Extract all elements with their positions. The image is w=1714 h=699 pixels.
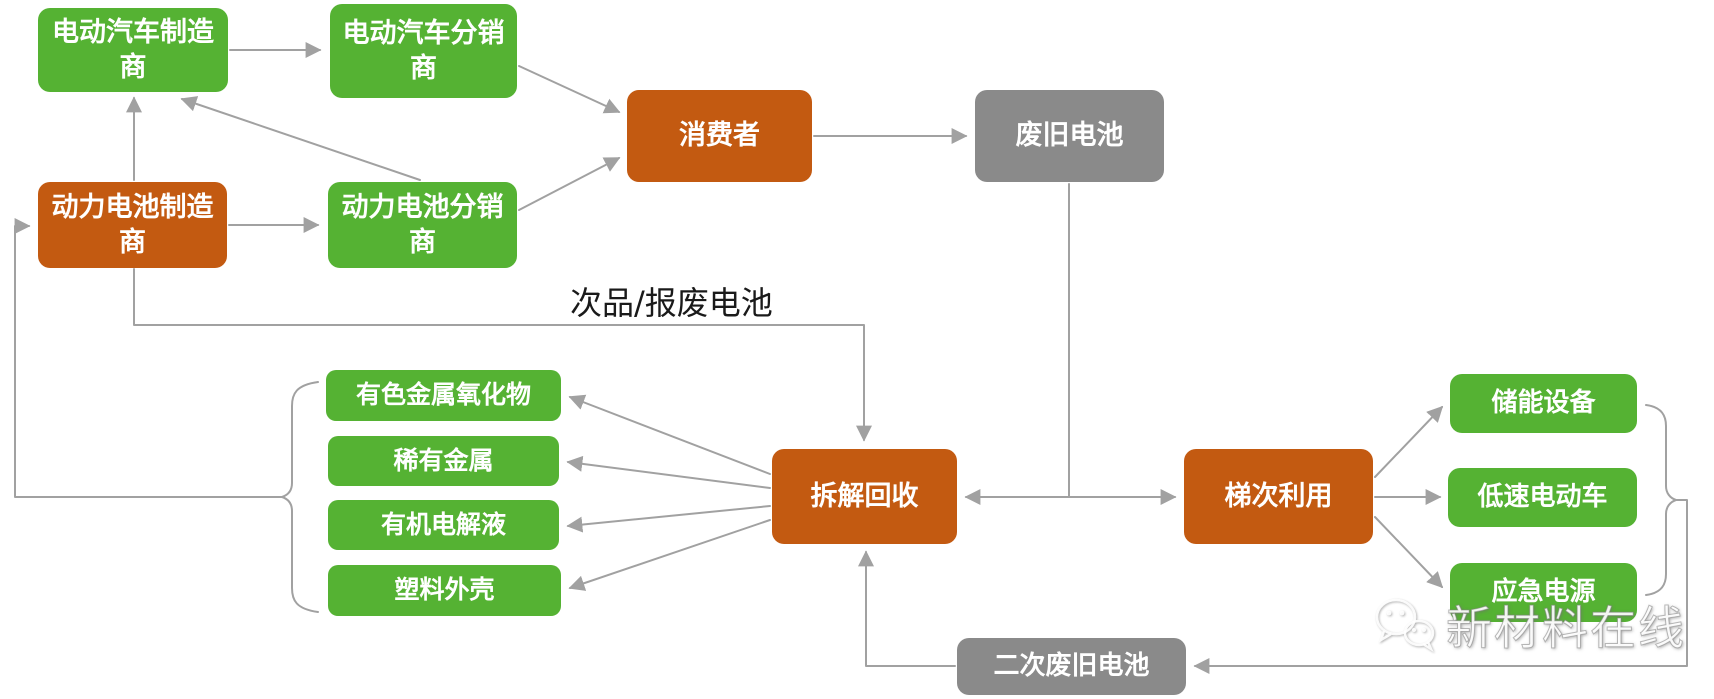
node-organic-electrolyte: 有机电解液 [328, 500, 559, 550]
node-low-speed-ev: 低速电动车 [1448, 468, 1637, 527]
edge-battery-distributor-to-ev-maker [180, 96, 421, 181]
edge-label-defective-scrap-battery: 次品/报废电池 [570, 284, 773, 322]
wechat-icon [1375, 598, 1435, 653]
node-consumer: 消费者 [627, 90, 812, 182]
edge-echelon-to-energy-storage [1374, 405, 1444, 478]
node-ev-manufacturer: 电动汽车制造商 [38, 8, 228, 92]
node-energy-storage: 储能设备 [1450, 374, 1637, 433]
edge-battery-distributor-to-consumer [518, 157, 621, 211]
node-plastic-shell: 塑料外壳 [328, 565, 561, 616]
right-brace [1645, 404, 1677, 596]
node-ev-distributor: 电动汽车分销商 [330, 4, 517, 98]
edge-dismantle-to-nonferrous-oxide [568, 394, 771, 475]
node-nonferrous-metal-oxide: 有色金属氧化物 [326, 370, 561, 421]
node-waste-battery: 废旧电池 [975, 90, 1164, 182]
edge-dismantle-to-organic-electrolyte [566, 505, 771, 533]
node-secondary-waste-battery: 二次废旧电池 [957, 638, 1186, 695]
edge-echelon-to-emergency-power [1374, 516, 1444, 589]
edge-ev-distributor-to-consumer [518, 65, 621, 114]
edge-dismantle-to-plastic-shell [568, 519, 771, 591]
node-dismantle-recycle: 拆解回收 [772, 449, 957, 544]
node-emergency-power: 应急电源 [1450, 563, 1637, 622]
node-battery-manufacturer: 动力电池制造商 [38, 182, 227, 268]
left-brace [281, 381, 319, 613]
edge-secondary-waste-to-dismantle [858, 550, 956, 667]
node-battery-distributor: 动力电池分销商 [328, 182, 517, 268]
edge-dismantle-to-rare-metal [566, 455, 771, 489]
node-echelon-use: 梯次利用 [1184, 449, 1373, 544]
node-rare-metal: 稀有金属 [328, 436, 559, 486]
